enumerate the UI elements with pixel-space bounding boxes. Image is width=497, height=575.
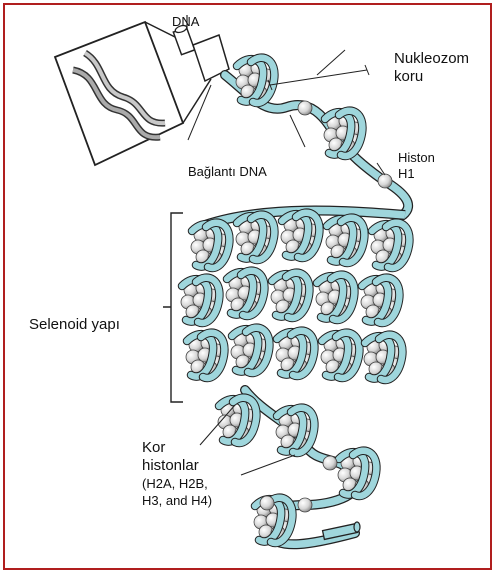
nucleosome-core-label-line2: koru [394,69,423,86]
histone-h1-label-line1: Histon [398,151,435,166]
core-histones-label-line3: (H2A, H2B, [142,477,208,492]
nucleosome [218,398,256,443]
solenoid-label: Selenoid yapı [29,317,120,334]
solenoid-structure [181,211,409,380]
histone-h1-label-line2: H1 [398,167,415,182]
dna-label: DNA [172,15,199,30]
figure-frame: DNA Bağlantı DNA Nukleozom koru Histon H… [3,3,492,570]
core-histones-label-line4: H3, and H4) [142,494,212,509]
nucleosome-core-label-line1: Nukleozom [394,51,469,68]
core-histones-label-line2: histonlar [142,458,199,475]
core-histones-label-line1: Kor [142,440,165,457]
linker-dna-label: Bağlantı DNA [188,165,267,180]
chromatin-diagram [5,5,490,568]
nucleosome [338,451,376,496]
nucleosome [276,408,314,453]
solenoid-bracket [163,213,183,402]
nucleosome [324,111,362,156]
